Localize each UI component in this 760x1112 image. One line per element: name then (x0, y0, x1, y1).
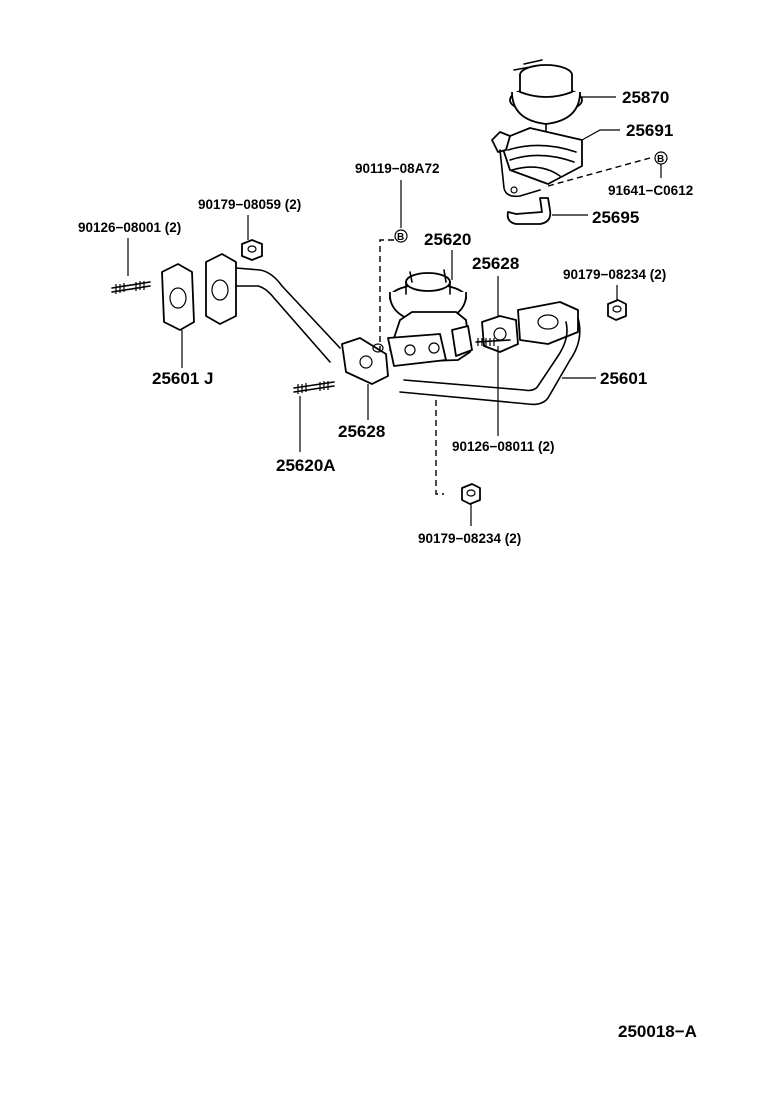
label-90119: 90119−08A72 (355, 161, 439, 176)
label-25620: 25620 (424, 230, 471, 249)
dashed-line-left (379, 239, 394, 356)
nut-left-part (241, 239, 263, 261)
hose-part (506, 197, 552, 225)
label-25691: 25691 (626, 121, 673, 140)
bracket-part (491, 127, 583, 198)
vacuum-modulator-part (509, 59, 583, 133)
label-25695: 25695 (592, 208, 639, 227)
label-25628-bottom: 25628 (338, 422, 385, 441)
gasket-left-part (161, 263, 195, 331)
stud-bolt-25620A-part (293, 381, 335, 394)
marker-b-circle-left (394, 229, 408, 243)
label-90179-08234-bottom: 90179−08234 (2) (418, 531, 521, 546)
label-25601J: 25601 J (152, 369, 213, 388)
label-25620A: 25620A (276, 456, 336, 475)
stud-bolt-middle-part (475, 338, 511, 346)
egr-pipe-right-part (399, 301, 581, 406)
dashed-leader-91641 (547, 157, 651, 187)
label-25870: 25870 (622, 88, 669, 107)
leader-25691 (581, 129, 620, 141)
label-90179-08059: 90179−08059 (2) (198, 197, 301, 212)
figure-id: 250018−A (618, 1022, 697, 1041)
stud-bolt-left-part (111, 281, 151, 294)
label-90179-08234-right: 90179−08234 (2) (563, 267, 666, 282)
nut-bottom-part (461, 483, 481, 505)
label-91641: 91641−C0612 (608, 183, 693, 198)
label-25628-top: 25628 (472, 254, 519, 273)
nut-right-part (607, 299, 627, 321)
gasket-top-part (481, 315, 519, 353)
marker-b-right: B (657, 154, 664, 165)
egr-valve-part (387, 269, 473, 367)
dashed-line-bottom (435, 400, 444, 495)
marker-b-left: B (397, 232, 404, 243)
egr-pipe-left-part (205, 253, 389, 385)
label-90126-08011: 90126−08011 (2) (452, 439, 554, 454)
label-90126-08001: 90126−08001 (2) (78, 220, 181, 235)
label-25601: 25601 (600, 369, 647, 388)
